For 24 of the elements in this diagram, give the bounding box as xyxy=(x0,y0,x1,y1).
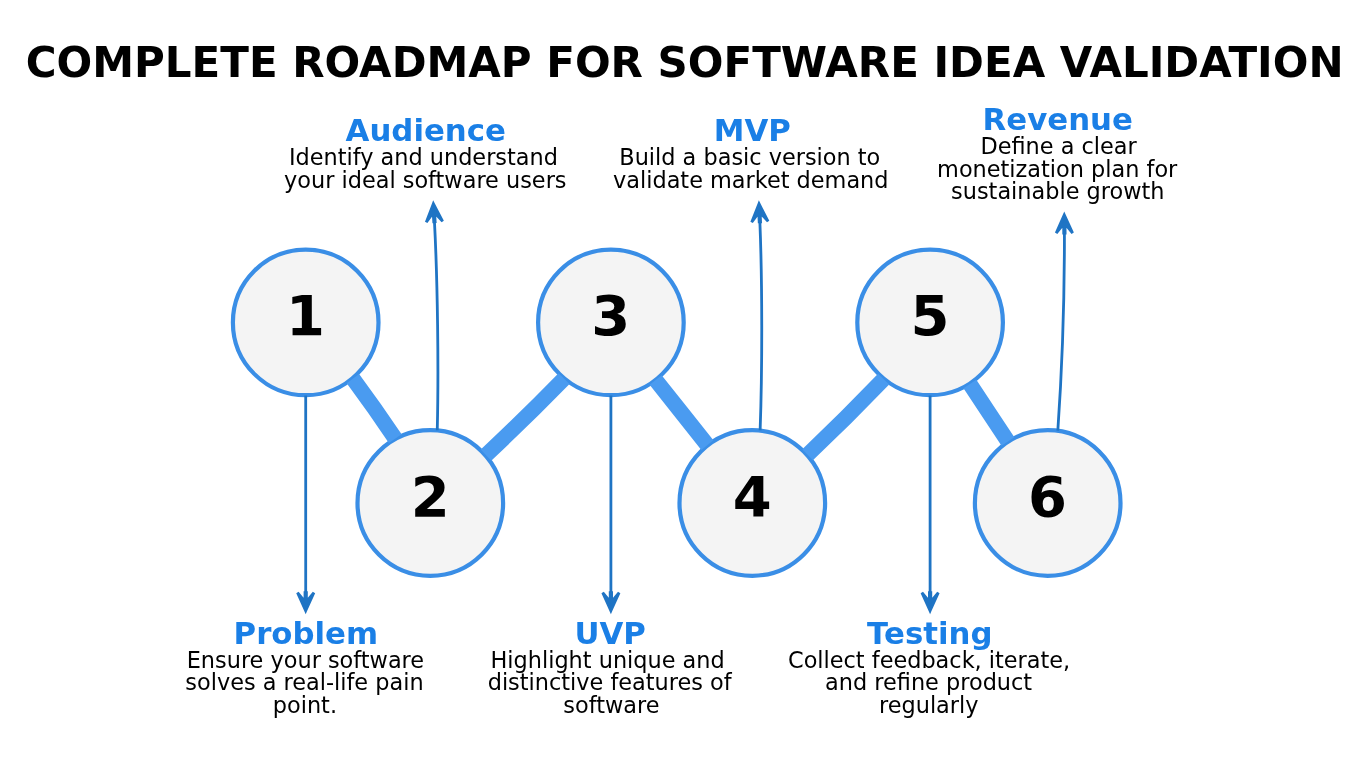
node-circle: 5 xyxy=(855,247,1005,398)
node-text: Audience Identify and understand your ideal software users xyxy=(284,112,567,193)
arrow xyxy=(750,202,770,431)
node-text: UVP Highlight unique and distinctive features of software xyxy=(487,614,732,718)
connector xyxy=(802,373,890,461)
arrow xyxy=(424,202,445,431)
node-text: Testing Collect feedback, iterate, and refine product regularly xyxy=(788,614,1071,718)
node-circle: 3 xyxy=(536,247,686,398)
connector xyxy=(649,375,714,450)
connector xyxy=(963,379,1015,446)
node-circle: 2 xyxy=(355,428,506,578)
arrow xyxy=(601,395,621,613)
node-circle: 4 xyxy=(677,428,828,578)
node-text: Problem Ensure your software solves a real-life pain point. xyxy=(185,614,425,718)
node-circle: 1 xyxy=(230,247,381,398)
connector xyxy=(480,373,570,461)
node-circle: 6 xyxy=(972,428,1123,578)
connector xyxy=(346,374,402,443)
diagram-title: COMPLETE ROADMAP FOR SOFTWARE IDEA VALIDATION xyxy=(25,38,1344,88)
arrow xyxy=(1054,213,1074,431)
arrow xyxy=(920,395,940,613)
node-text: MVP Build a basic version to validate market demand xyxy=(613,112,889,193)
arrow xyxy=(296,395,316,613)
node-text: Revenue Define a clear monetization plan for sustainable growth xyxy=(937,101,1178,204)
